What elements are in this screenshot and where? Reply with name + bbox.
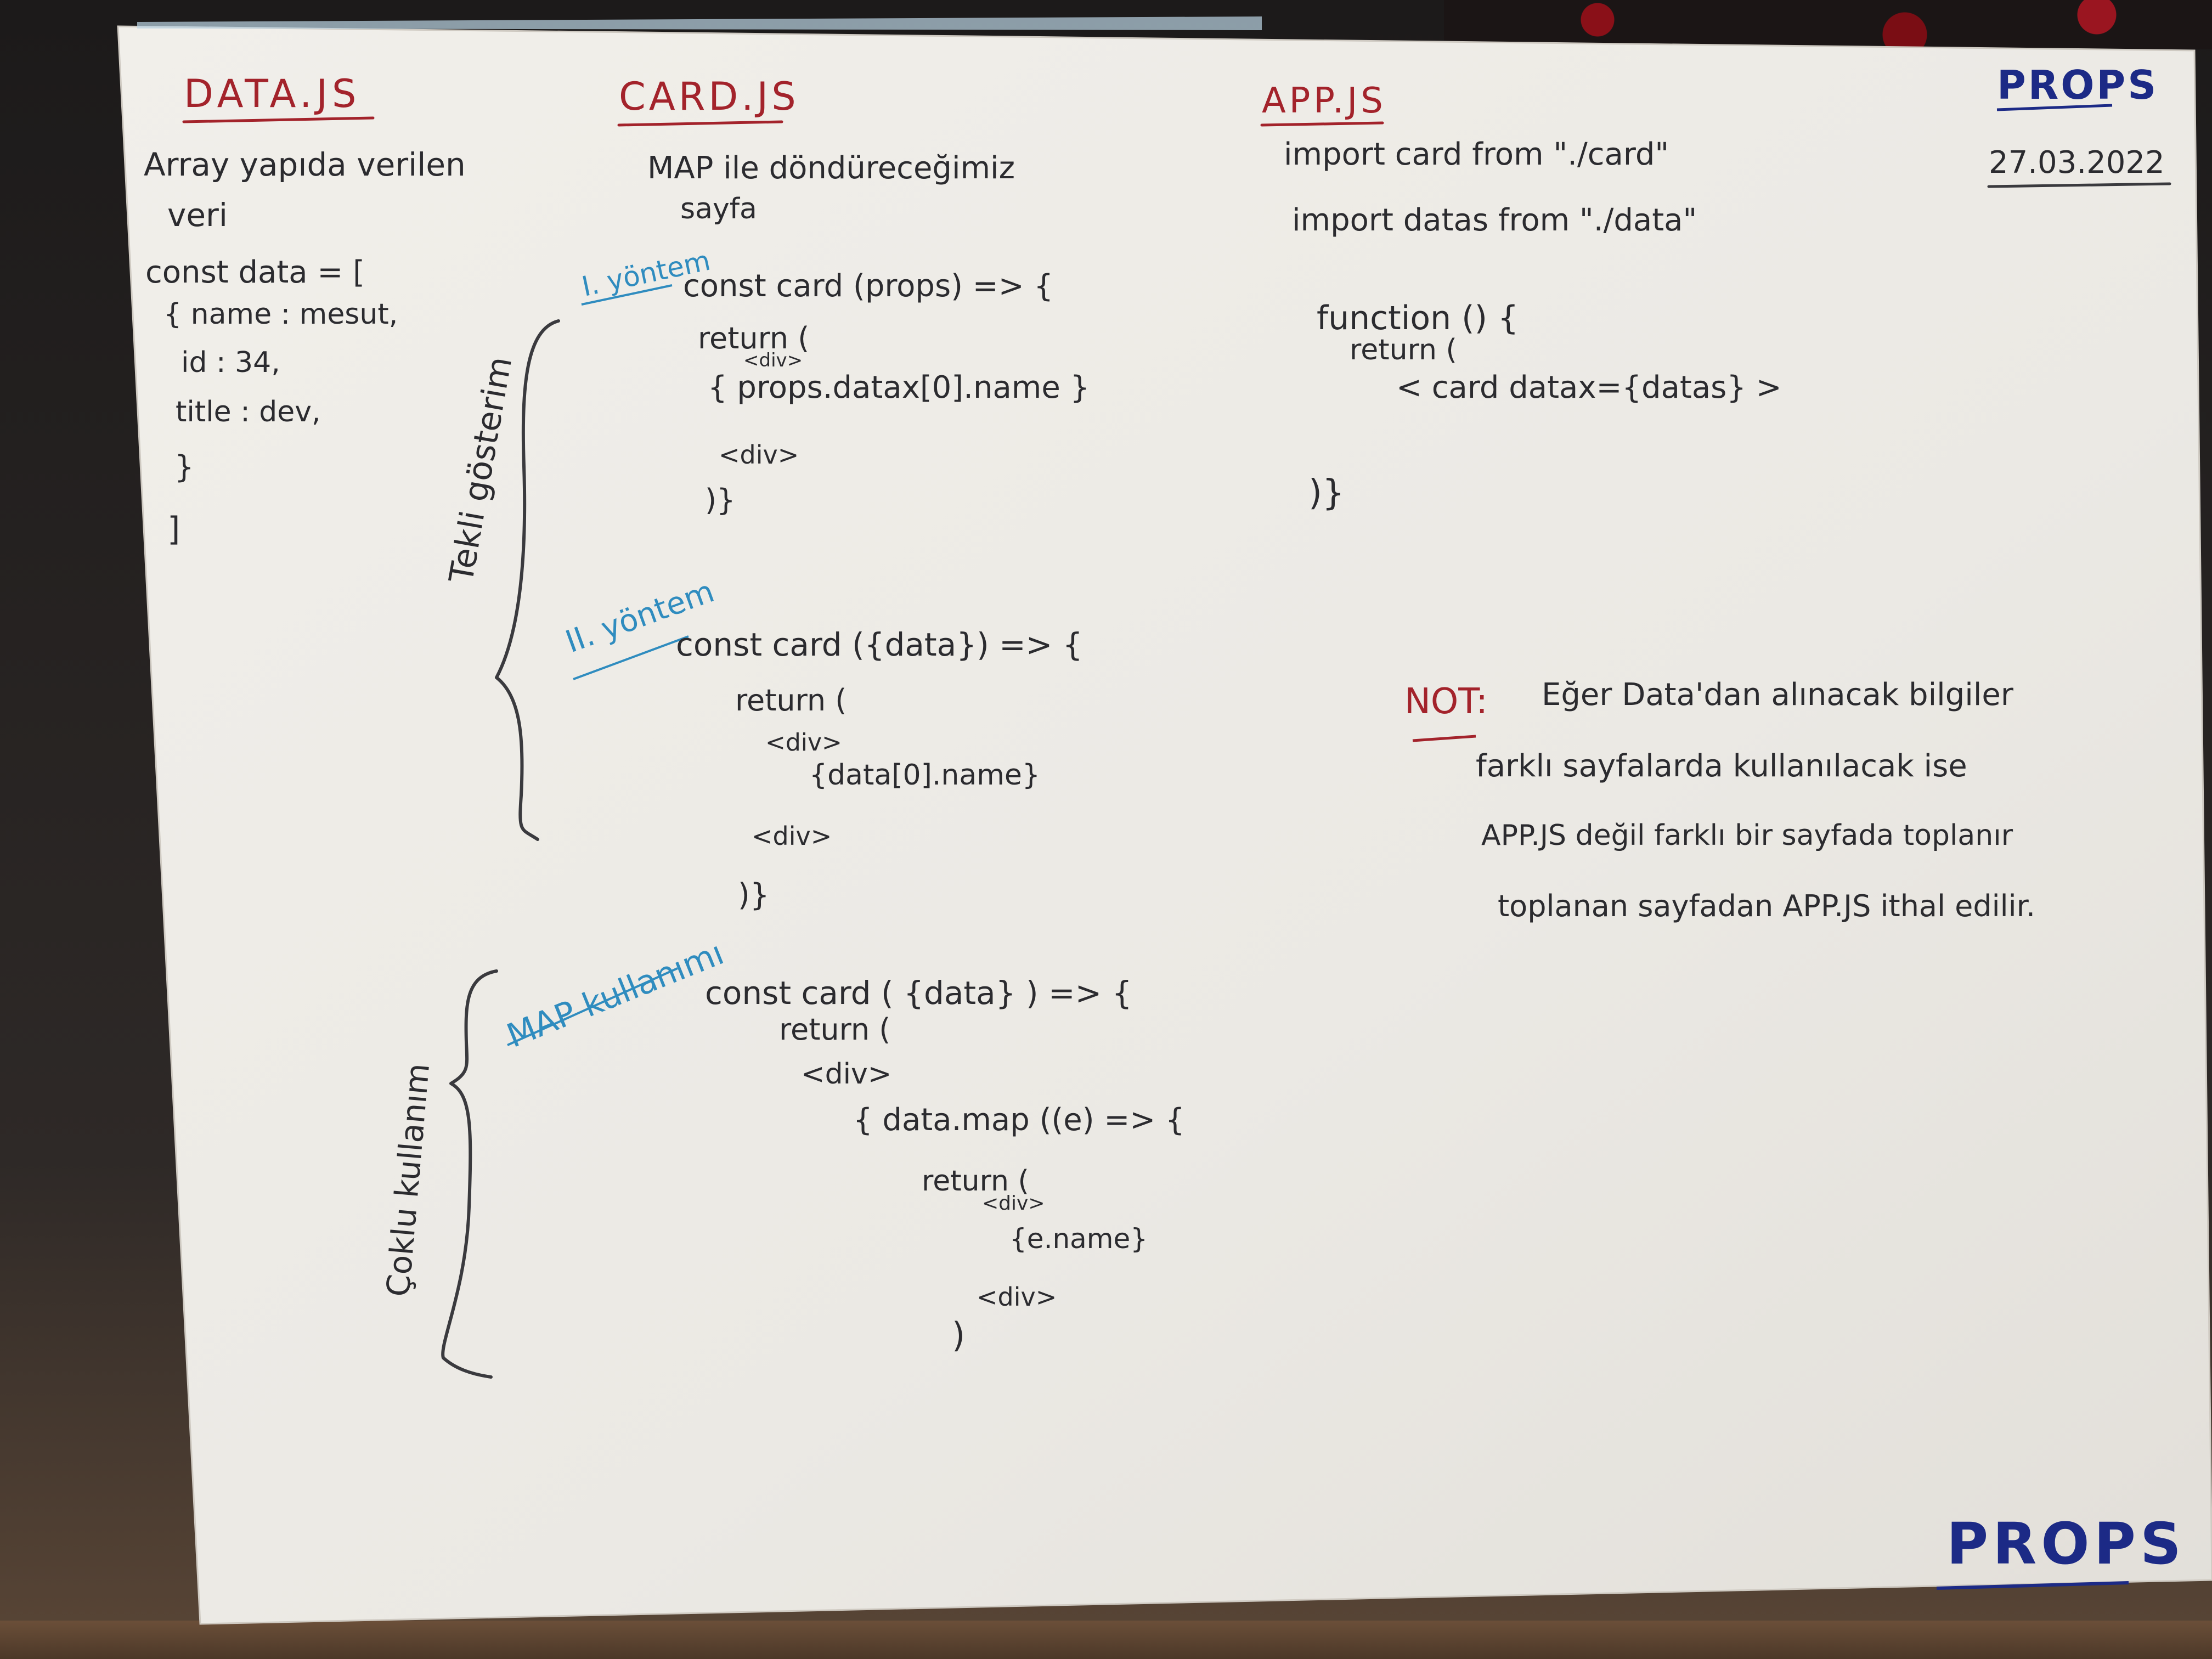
map-usage-underline: [507, 967, 678, 1046]
map-line: <div>: [801, 1058, 891, 1091]
map-line: const card ( {data} ) => {: [705, 974, 1132, 1012]
method1-line: const card (props) => {: [683, 268, 1053, 304]
data-code-line: }: [174, 449, 194, 485]
heading-card-js: CARD.JS: [619, 74, 799, 119]
map-line: <div>: [982, 1192, 1045, 1215]
app-line: return (: [1350, 334, 1457, 366]
method2-line: {data[0].name}: [809, 759, 1040, 792]
data-desc-line1: Array yapıda verilen: [144, 146, 466, 183]
data-code-line: title : dev,: [176, 396, 321, 428]
brace-multi: [441, 969, 498, 1379]
note-line: toplanan sayfadan APP.JS ithal edilir.: [1498, 889, 2035, 923]
method1-line: <div>: [743, 349, 803, 371]
app-line: function () {: [1317, 299, 1519, 337]
method1-line: { props.datax[0].name }: [708, 370, 1090, 405]
note-label: NOT:: [1404, 681, 1488, 722]
props-bottom-underline: [1936, 1581, 2129, 1590]
date-text: 27.03.2022: [1989, 145, 2165, 180]
heading-underline: [1260, 121, 1384, 127]
map-line: {e.name}: [1009, 1223, 1148, 1255]
data-code-line: const data = [: [145, 255, 365, 290]
method2-line: <div>: [752, 821, 832, 851]
app-line: < card datax={datas} >: [1396, 370, 1782, 405]
app-line: import card from "./card": [1284, 137, 1669, 172]
method1-line: <div>: [719, 440, 799, 470]
note-line: APP.JS değil farklı bir sayfada toplanır: [1481, 819, 2013, 852]
method2-underline: [573, 635, 689, 680]
map-line: return (: [779, 1012, 890, 1047]
background-fabric: [1444, 0, 2212, 49]
data-code-line: { name : mesut,: [163, 298, 398, 331]
method2-line: const card ({data}) => {: [676, 626, 1083, 663]
method1-line: )}: [705, 483, 735, 517]
card-desc-line2: sayfa: [680, 193, 757, 225]
method2-line: return (: [735, 683, 847, 718]
heading-props-bottom: PROPS: [1946, 1510, 2186, 1577]
card-desc-line1: MAP ile döndüreceğimiz: [647, 150, 1015, 186]
note-line: Eğer Data'dan alınacak bilgiler: [1542, 677, 2014, 713]
heading-underline: [617, 120, 783, 127]
map-line: return (: [922, 1165, 1029, 1198]
map-line: <div>: [977, 1282, 1057, 1312]
note-line: farklı sayfalarda kullanılacak ise: [1476, 748, 1967, 784]
table-edge: [0, 1621, 2212, 1659]
heading-props-top: PROPS: [1997, 62, 2158, 108]
method1-underline: [581, 284, 673, 306]
date-underline: [1987, 182, 2171, 188]
note-underline: [1412, 735, 1476, 742]
map-line: { data.map ((e) => {: [853, 1102, 1185, 1138]
paper-under-edge: [137, 16, 1262, 30]
brace-single: [495, 319, 560, 841]
heading-underline: [182, 116, 375, 123]
props-underline: [1996, 104, 2113, 111]
data-code-line: ]: [167, 510, 180, 549]
map-line: ): [952, 1315, 965, 1355]
method2-line: )}: [738, 877, 769, 913]
heading-data-js: DATA.JS: [184, 71, 360, 116]
app-line: import datas from "./data": [1292, 202, 1697, 238]
data-code-line: id : 34,: [181, 346, 280, 379]
method1-line: return (: [698, 321, 809, 356]
data-desc-line2: veri: [167, 196, 228, 234]
heading-app-js: APP.JS: [1262, 81, 1386, 121]
paper-sheet: [117, 25, 2212, 1625]
method2-line: <div>: [765, 729, 842, 757]
app-line: )}: [1308, 473, 1345, 514]
